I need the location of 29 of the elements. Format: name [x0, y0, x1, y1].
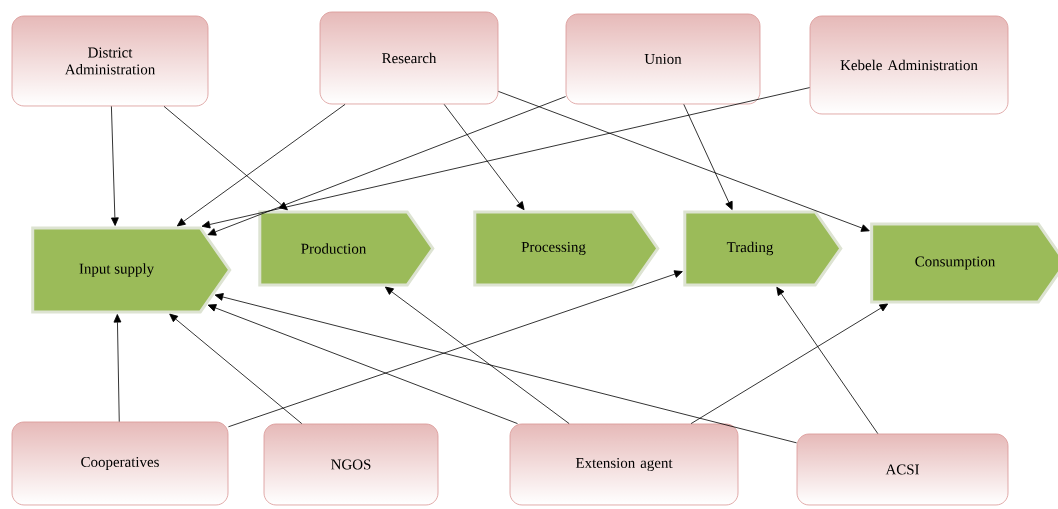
arrow	[113, 314, 122, 422]
arrow	[776, 286, 879, 434]
arrow	[163, 106, 288, 211]
actor-box: Extension agent	[509, 423, 739, 506]
actor-box: District Administration	[11, 15, 209, 107]
stage-pentagon: Processing	[473, 210, 660, 287]
actor-box: ACSI	[796, 433, 1009, 506]
arrow	[176, 104, 346, 227]
arrow	[111, 106, 119, 226]
arrow	[443, 104, 525, 211]
arrow	[690, 303, 889, 424]
arrow	[385, 286, 570, 424]
arrow	[169, 313, 303, 424]
actor-box: Cooperatives	[11, 421, 229, 506]
arrow	[228, 270, 683, 428]
stage-pentagon: Production	[258, 210, 435, 287]
stage-pentagon: Input supply	[31, 226, 232, 314]
arrow	[207, 96, 566, 236]
actor-box: Union	[565, 13, 761, 105]
arrow	[214, 293, 797, 444]
actor-box: Kebele Administration	[809, 15, 1009, 115]
arrow	[683, 104, 733, 210]
stage-pentagon: Consumption	[870, 222, 1058, 304]
arrow	[498, 91, 870, 232]
actor-box: NGOS	[263, 423, 439, 506]
arrow	[201, 87, 810, 229]
stage-pentagon: Trading	[683, 210, 843, 287]
actor-box: Research	[319, 11, 499, 105]
arrow	[207, 304, 518, 424]
